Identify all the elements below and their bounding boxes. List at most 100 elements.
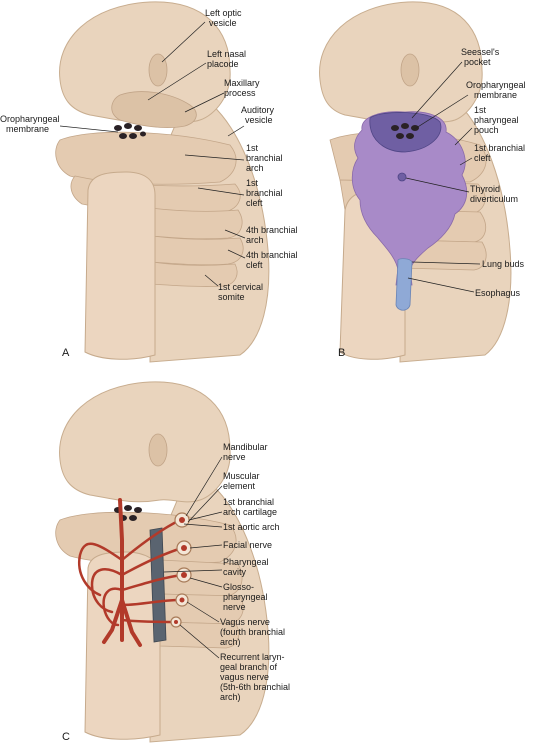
label-line: Auditory: [241, 105, 275, 115]
label-fourth-branchial-cleft: 4th branchial cleft: [246, 250, 300, 270]
label-seessels-pocket: Seessel's pocket: [461, 47, 502, 67]
leader-first-branchial-cleft-a: [197, 187, 245, 196]
panel-a-labels: Left optic vesicle Left nasal placode Ma…: [0, 8, 300, 359]
label-muscular-element: Muscular element: [223, 471, 262, 491]
label-line: 1st: [474, 105, 487, 115]
label-line: 4th branchial: [246, 250, 298, 260]
label-first-branchial-cleft-a: 1st branchial cleft: [246, 178, 285, 208]
label-line: process: [224, 88, 256, 98]
label-mandibular-nerve: Mandibular nerve: [223, 442, 270, 462]
panel-c-embryo-illustration: [55, 381, 270, 743]
panel-c: Mandibular nerve Muscular element 1st br…: [55, 381, 293, 743]
label-glossopharyngeal-nerve: Glosso- pharyngeal nerve: [223, 582, 270, 612]
leader-lung-buds: [411, 261, 481, 265]
label-line: Left nasal: [207, 49, 246, 59]
leader-thyroid-diverticulum: [405, 177, 470, 193]
label-line: branchial: [246, 153, 283, 163]
label-pharyngeal-cavity: Pharyngeal cavity: [223, 557, 271, 577]
label-line: cleft: [246, 198, 263, 208]
label-line: arch): [220, 637, 241, 647]
panel-letter-b: B: [338, 347, 345, 359]
label-line: (fourth branchial: [220, 627, 285, 637]
label-oropharyngeal-membrane-a: Oropharyngeal membrane: [0, 114, 62, 134]
label-recurrent-laryngeal-branch: Recurrent laryn- geal branch of vagus ne…: [220, 652, 293, 702]
label-oropharyngeal-membrane-b: Oropharyngeal membrane: [466, 80, 528, 100]
leader-maxillary-process: [184, 92, 225, 113]
label-line: Vagus nerve: [220, 617, 270, 627]
leader-fourth-branchial-arch: [224, 229, 246, 239]
label-line: geal branch of: [220, 662, 278, 672]
label-line: pouch: [474, 125, 499, 135]
label-lung-buds: Lung buds: [482, 259, 525, 269]
label-first-aortic-arch: 1st aortic arch: [223, 522, 280, 532]
leader-mandibular-nerve: [185, 456, 223, 517]
label-line: 1st aortic arch: [223, 522, 280, 532]
label-esophagus: Esophagus: [475, 288, 521, 298]
panel-c-labels: Mandibular nerve Muscular element 1st br…: [62, 442, 293, 743]
label-line: branchial: [246, 188, 283, 198]
label-maxillary-process: Maxillary process: [224, 78, 262, 98]
panel-letter-a: A: [62, 347, 70, 359]
label-line: Recurrent laryn-: [220, 652, 285, 662]
label-line: Facial nerve: [223, 540, 272, 550]
label-line: element: [223, 481, 256, 491]
leader-oropharyngeal-membrane-a: [59, 125, 119, 133]
leader-glossopharyngeal-nerve: [189, 577, 223, 588]
leader-fourth-branchial-cleft: [227, 249, 246, 259]
label-line: pharyngeal: [223, 592, 268, 602]
label-line: Muscular: [223, 471, 260, 481]
leader-auditory-vesicle: [227, 125, 245, 137]
panel-a: Left optic vesicle Left nasal placode Ma…: [0, 1, 300, 363]
label-line: arch: [246, 235, 264, 245]
label-left-optic-vesicle: Left optic vesicle: [205, 8, 244, 28]
leader-first-aortic-arch: [183, 523, 223, 528]
label-line: Maxillary: [224, 78, 260, 88]
label-line: nerve: [223, 452, 246, 462]
label-line: pharyngeal: [474, 115, 519, 125]
label-line: Thyroid: [470, 184, 500, 194]
label-fourth-branchial-arch: 4th branchial arch: [246, 225, 300, 245]
label-line: Mandibular: [223, 442, 268, 452]
label-line: diverticulum: [470, 194, 518, 204]
label-line: placode: [207, 59, 239, 69]
label-line: nerve: [223, 602, 246, 612]
label-line: Seessel's: [461, 47, 500, 57]
label-line: 1st branchial: [474, 143, 525, 153]
label-line: vagus nerve: [220, 672, 269, 682]
label-left-nasal-placode: Left nasal placode: [207, 49, 249, 69]
leader-left-nasal-placode: [147, 62, 207, 101]
label-first-branchial-arch-a: 1st branchial arch: [246, 143, 285, 173]
label-first-cervical-somite: 1st cervical somite: [218, 282, 266, 302]
leader-muscular-element: [187, 485, 223, 523]
leader-left-optic-vesicle: [161, 21, 206, 63]
leader-esophagus: [407, 277, 475, 293]
leader-vagus-nerve: [186, 601, 220, 623]
label-line: membrane: [6, 124, 49, 134]
label-line: vesicle: [245, 115, 273, 125]
label-line: Left optic: [205, 8, 242, 18]
label-line: arch: [246, 163, 264, 173]
leader-seessels-pocket: [411, 61, 463, 119]
label-first-branchial-cleft-b: 1st branchial cleft: [474, 143, 528, 163]
panel-a-embryo-illustration: [55, 1, 270, 363]
label-thyroid-diverticulum: Thyroid diverticulum: [470, 184, 518, 204]
label-line: Oropharyngeal: [466, 80, 526, 90]
label-line: arch cartilage: [223, 507, 277, 517]
leader-first-cervical-somite: [204, 274, 219, 287]
label-vagus-nerve: Vagus nerve (fourth branchial arch): [220, 617, 288, 647]
label-line: Oropharyngeal: [0, 114, 60, 124]
label-line: pocket: [464, 57, 491, 67]
label-line: 1st branchial: [223, 497, 274, 507]
label-line: vesicle: [209, 18, 237, 28]
label-auditory-vesicle: Auditory vesicle: [241, 105, 277, 125]
label-line: cleft: [246, 260, 263, 270]
label-line: 1st cervical: [218, 282, 263, 292]
label-line: membrane: [474, 90, 517, 100]
leader-facial-nerve: [189, 544, 223, 549]
leader-first-branchial-arch-cartilage: [188, 511, 223, 521]
label-line: somite: [218, 292, 245, 302]
panel-b-labels: Seessel's pocket Oropharyngeal membrane …: [338, 47, 528, 359]
label-line: (5th-6th branchial: [220, 682, 290, 692]
label-first-branchial-arch-cartilage: 1st branchial arch cartilage: [223, 497, 277, 517]
